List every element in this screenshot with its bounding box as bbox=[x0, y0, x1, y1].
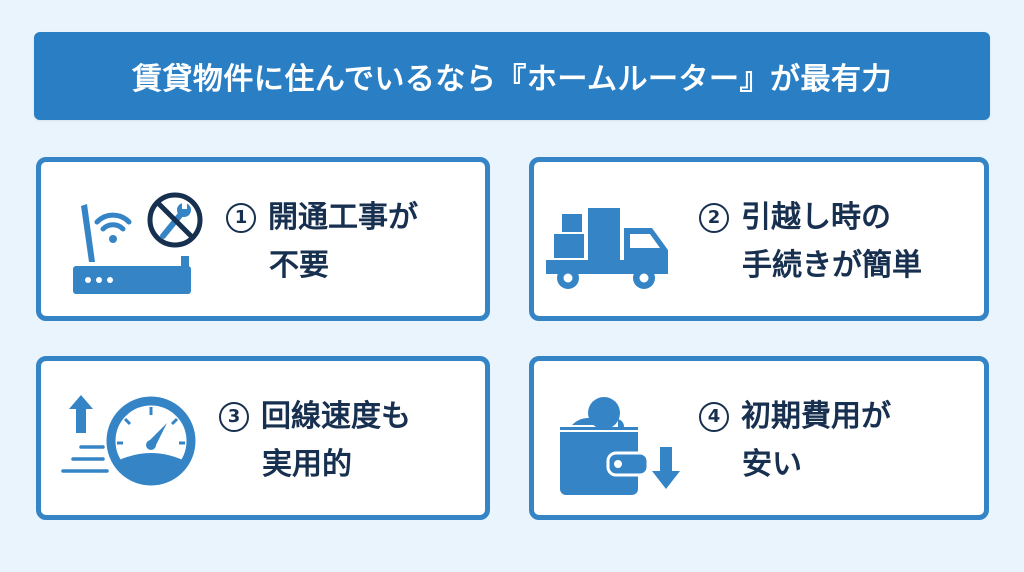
page-title: 賃貸物件に住んでいるなら『ホームルーター』が最有力 bbox=[131, 62, 893, 97]
feature-text: 1 開通工事が 不要 bbox=[226, 194, 418, 290]
feature-line1: 初期費用が bbox=[741, 399, 891, 434]
feature-card-easy-moving: 2 引越し時の 手続きが簡単 bbox=[529, 157, 989, 321]
feature-card-low-cost: 4 初期費用が 安い bbox=[529, 356, 989, 520]
feature-line1: 開通工事が bbox=[268, 200, 418, 235]
feature-card-no-construction: 1 開通工事が 不要 bbox=[36, 157, 490, 321]
feature-line1: 引越し時の bbox=[741, 200, 891, 235]
feature-text: 4 初期費用が 安い bbox=[699, 393, 891, 489]
number-badge: 1 bbox=[226, 203, 256, 233]
feature-line1: 回線速度も bbox=[261, 399, 411, 434]
number-badge: 4 bbox=[699, 402, 729, 432]
router-no-construction-icon bbox=[63, 184, 213, 294]
title-banner: 賃貸物件に住んでいるなら『ホームルーター』が最有力 bbox=[34, 32, 990, 120]
feature-line2: 実用的 bbox=[262, 447, 352, 482]
feature-card-practical-speed: 3 回線速度も 実用的 bbox=[36, 356, 490, 520]
feature-line2: 安い bbox=[742, 447, 802, 482]
feature-text: 2 引越し時の 手続きが簡単 bbox=[699, 194, 922, 290]
speedometer-icon bbox=[59, 385, 209, 495]
number-badge: 2 bbox=[699, 203, 729, 233]
feature-line2: 不要 bbox=[269, 248, 329, 283]
number-badge: 3 bbox=[219, 402, 249, 432]
wallet-down-icon bbox=[552, 387, 682, 497]
feature-line2: 手続きが簡単 bbox=[742, 248, 922, 283]
feature-text: 3 回線速度も 実用的 bbox=[219, 393, 411, 489]
moving-truck-icon bbox=[542, 180, 682, 290]
